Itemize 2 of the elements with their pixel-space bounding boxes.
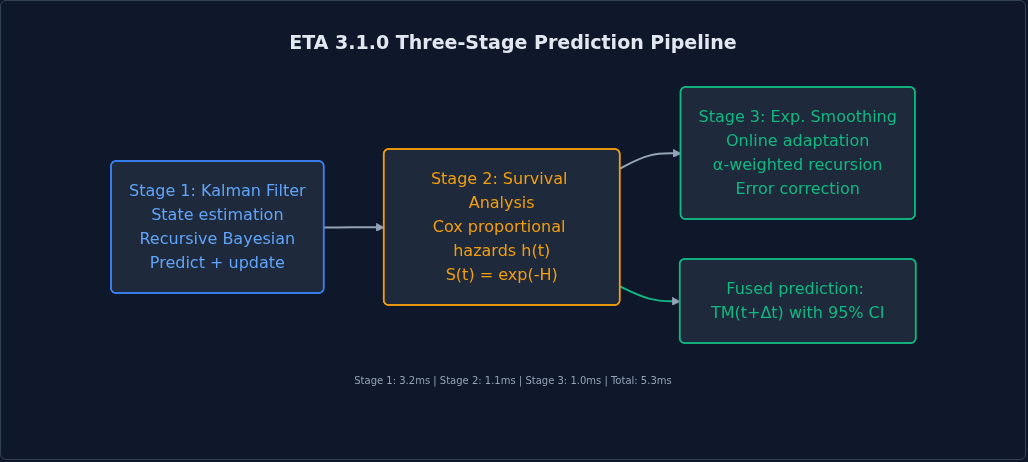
timing-note: Stage 1: 3.2ms | Stage 2: 1.1ms | Stage 3: 1.0ms | Total: 5.3ms xyxy=(354,375,672,386)
diagram-title: ETA 3.1.0 Three-Stage Prediction Pipeline xyxy=(289,31,737,53)
